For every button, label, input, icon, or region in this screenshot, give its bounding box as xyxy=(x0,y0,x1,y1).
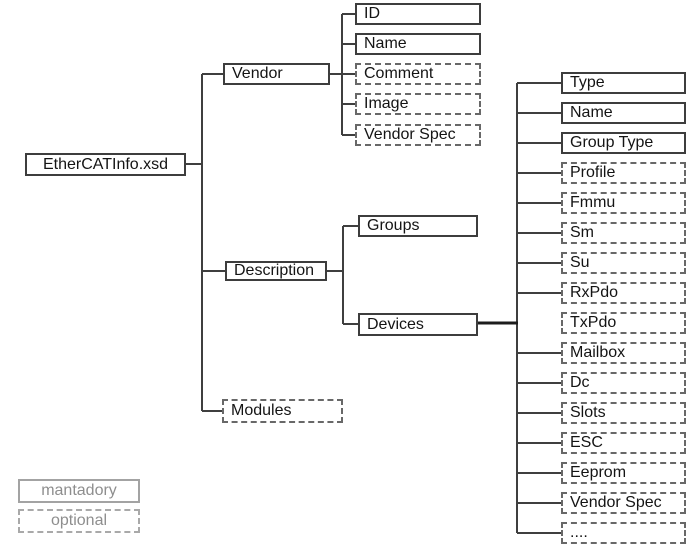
node-device-name: Name xyxy=(561,102,686,124)
node-su: Su xyxy=(561,252,686,274)
node-slots: Slots xyxy=(561,402,686,424)
node-mailbox: Mailbox xyxy=(561,342,686,364)
node-profile: Profile xyxy=(561,162,686,184)
node-device-vendor-spec: Vendor Spec xyxy=(561,492,686,514)
node-ellipsis: .... xyxy=(561,522,686,544)
node-esc: ESC xyxy=(561,432,686,454)
node-id: ID xyxy=(355,3,481,25)
node-fmmu: Fmmu xyxy=(561,192,686,214)
node-sm: Sm xyxy=(561,222,686,244)
node-modules: Modules xyxy=(222,399,343,423)
node-txpdo: TxPdo xyxy=(561,312,686,334)
node-type: Type xyxy=(561,72,686,94)
node-groups: Groups xyxy=(358,215,478,237)
node-image: Image xyxy=(355,93,481,115)
node-ethercatinfo-xsd: EtherCATInfo.xsd xyxy=(25,153,186,176)
legend-optional: optional xyxy=(18,509,140,533)
node-eeprom: Eeprom xyxy=(561,462,686,484)
node-vendor-spec: Vendor Spec xyxy=(355,124,481,146)
node-dc: Dc xyxy=(561,372,686,394)
node-vendor-name: Name xyxy=(355,33,481,55)
node-vendor: Vendor xyxy=(223,63,330,85)
node-group-type: Group Type xyxy=(561,132,686,154)
node-devices: Devices xyxy=(358,313,478,336)
legend-mandatory: mantadory xyxy=(18,479,140,503)
node-description: Description xyxy=(225,261,327,281)
node-rxpdo: RxPdo xyxy=(561,282,686,304)
tree-connectors xyxy=(186,13,562,534)
node-comment: Comment xyxy=(355,63,481,85)
